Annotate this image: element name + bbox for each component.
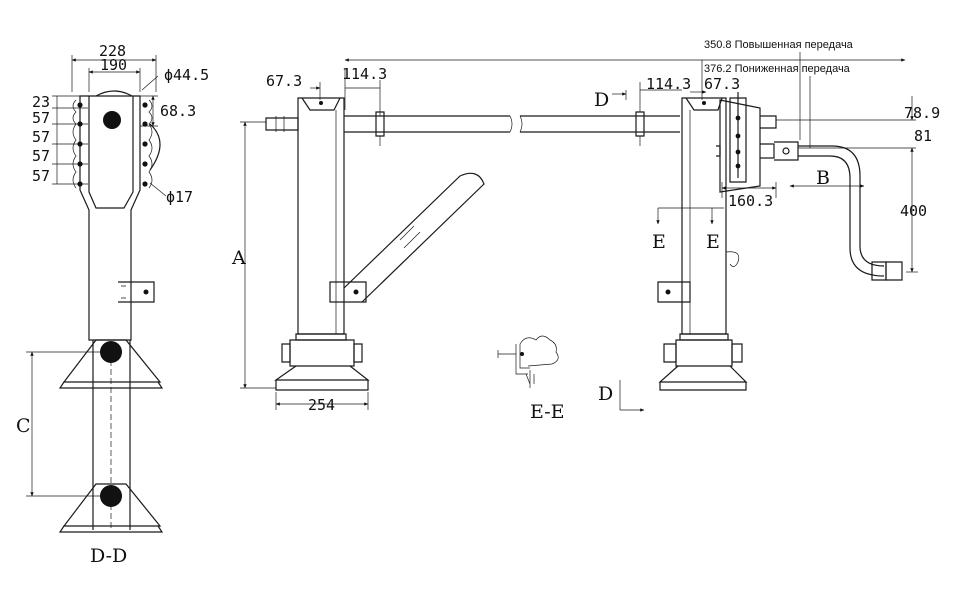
front-view-right-leg-gearbox: 350.8 Повышенная передача 376.2 Пониженн… xyxy=(594,39,940,391)
hole-pitch-dimensions: 23 57 57 57 57 xyxy=(32,93,88,185)
adjustment-holes xyxy=(72,99,161,189)
dim-phi17: ϕ17 xyxy=(166,188,193,206)
section-marker-e-left: E xyxy=(652,231,666,253)
section-marker-e-right: E xyxy=(706,231,720,253)
pitch-57: 57 xyxy=(32,167,50,185)
dim-b: B xyxy=(816,167,830,189)
dim-228: 228 xyxy=(99,42,126,60)
dim-67-right: 67.3 xyxy=(704,75,740,93)
note-high-gear: 350.8 Повышенная передача xyxy=(704,39,854,51)
dim-c: C xyxy=(16,415,31,437)
pitch-57: 57 xyxy=(32,147,50,165)
dim-67-left: 67.3 xyxy=(266,72,302,90)
section-marker-d: D xyxy=(594,89,609,111)
dim-phi44: ϕ44.5 xyxy=(164,66,209,84)
front-view-left-leg: 67.3 114.3 xyxy=(231,58,906,414)
dim-160: 160.3 xyxy=(728,192,773,210)
pitch-23: 23 xyxy=(32,93,50,111)
section-marker-d-bottom: D xyxy=(598,383,613,405)
dim-190: 190 xyxy=(100,56,127,74)
dim-254: 254 xyxy=(308,396,335,414)
section-e-e-detail: E-E D xyxy=(497,335,645,423)
left-view-d-d: 228 190 ϕ44.5 68.3 ϕ17 23 57 57 57 57 xyxy=(16,42,209,567)
note-low-gear: 376.2 Пониженная передача xyxy=(704,63,851,75)
dim-114-left: 114.3 xyxy=(342,65,387,83)
dim-81: 81 xyxy=(914,127,932,145)
dim-78: 78.9 xyxy=(904,104,940,122)
section-label-e-e: E-E xyxy=(530,401,565,423)
dim-a: A xyxy=(231,247,246,269)
pitch-57: 57 xyxy=(32,128,50,146)
section-label-d-d: D-D xyxy=(90,545,127,567)
dim-114-right: 114.3 xyxy=(646,75,691,93)
pitch-57: 57 xyxy=(32,109,50,127)
dim-400: 400 xyxy=(900,202,927,220)
dim-68: 68.3 xyxy=(160,102,196,120)
